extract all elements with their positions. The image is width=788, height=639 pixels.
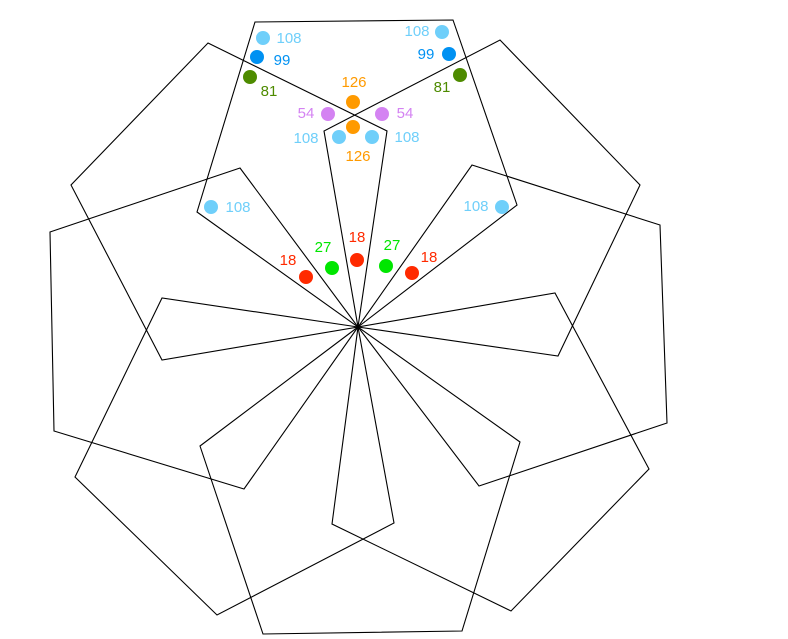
angle-dot bbox=[256, 31, 270, 45]
angle-label: 126 bbox=[345, 148, 370, 165]
angle-dot bbox=[299, 270, 313, 284]
angle-dot bbox=[495, 200, 509, 214]
angle-label: 54 bbox=[298, 105, 315, 122]
pentagon-lower-left bbox=[74, 297, 395, 616]
angle-dot bbox=[442, 47, 456, 61]
angle-label: 126 bbox=[341, 74, 366, 91]
angle-label: 99 bbox=[274, 52, 291, 69]
angle-dot bbox=[321, 107, 335, 121]
angle-dot bbox=[325, 261, 339, 275]
angle-label: 108 bbox=[463, 198, 488, 215]
angle-dot bbox=[405, 266, 419, 280]
angle-dot bbox=[435, 25, 449, 39]
angle-dot bbox=[346, 95, 360, 109]
angle-label: 27 bbox=[384, 237, 401, 254]
angle-label: 27 bbox=[315, 239, 332, 256]
pentagon-upper-right bbox=[323, 39, 641, 357]
angle-label: 108 bbox=[225, 199, 250, 216]
angle-label: 18 bbox=[349, 229, 366, 246]
angle-label: 18 bbox=[421, 249, 438, 266]
angle-dot bbox=[346, 120, 360, 134]
angle-dot bbox=[350, 253, 364, 267]
angle-dot bbox=[365, 130, 379, 144]
pentagon-left bbox=[49, 167, 359, 490]
angle-label: 108 bbox=[404, 23, 429, 40]
pentagon-outlines bbox=[49, 19, 668, 635]
angle-dot bbox=[453, 68, 467, 82]
pentagon-right bbox=[357, 164, 668, 487]
pentagon-top bbox=[196, 19, 518, 328]
angle-label: 108 bbox=[276, 30, 301, 47]
angle-dot bbox=[204, 200, 218, 214]
pentagon-lower-right bbox=[331, 292, 650, 612]
angle-label: 99 bbox=[418, 46, 435, 63]
angle-dot bbox=[332, 130, 346, 144]
angle-label: 108 bbox=[293, 130, 318, 147]
angle-label: 108 bbox=[394, 129, 419, 146]
angle-label: 54 bbox=[397, 105, 414, 122]
angle-label: 81 bbox=[261, 83, 278, 100]
angle-dot bbox=[379, 259, 393, 273]
pentagon-bottom bbox=[199, 326, 521, 635]
pentagon-upper-left bbox=[70, 42, 388, 361]
angle-label: 18 bbox=[280, 252, 297, 269]
angle-dot bbox=[250, 50, 264, 64]
angle-dot bbox=[375, 107, 389, 121]
angle-markers: 108 99 81 108 99 81 126 126 54 54 108 10… bbox=[204, 23, 509, 284]
angle-dot bbox=[243, 70, 257, 84]
angle-label: 81 bbox=[434, 79, 451, 96]
